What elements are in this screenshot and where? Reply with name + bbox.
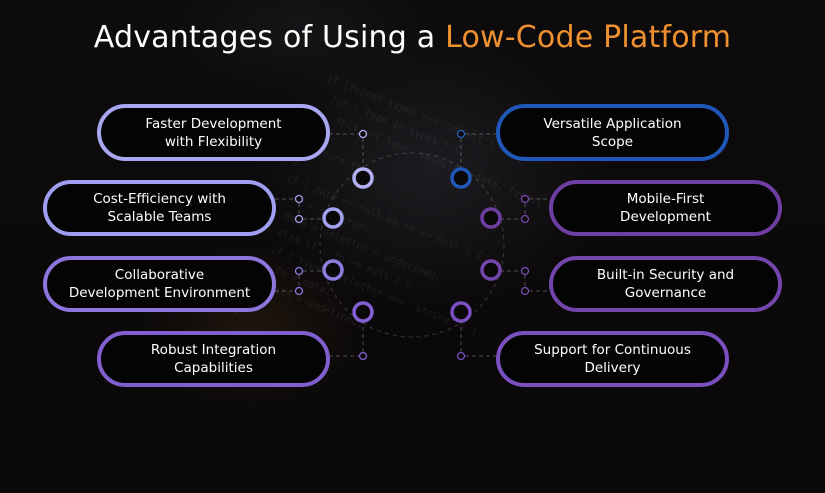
node-ring-icon — [352, 301, 374, 323]
advantage-line2: Development Environment — [68, 285, 251, 301]
advantage-line1: Mobile-First — [626, 191, 705, 207]
advantage-line1: Cost-Efficiency with — [93, 191, 226, 207]
advantage-line2: Delivery — [584, 360, 641, 376]
central-dashed-ring — [319, 152, 505, 338]
node-ring-icon — [450, 167, 472, 189]
advantage-line2: Capabilities — [174, 360, 253, 376]
advantage-line2: with Flexibility — [164, 133, 263, 150]
node-ring-icon — [450, 301, 472, 323]
title-prefix: Advantages of Using a — [93, 20, 446, 55]
advantage-line1: Robust Integration — [150, 342, 277, 358]
advantage-line2: Scalable Teams — [107, 209, 212, 225]
advantage-line2: Development — [620, 209, 711, 225]
advantage-line1: Collaborative — [114, 267, 205, 283]
advantage-line1: Faster Development — [145, 115, 282, 132]
node-ring-icon — [352, 167, 374, 189]
node-ring-icon — [480, 259, 502, 281]
advantage-line2: Governance — [624, 285, 707, 301]
node-ring-icon — [322, 259, 344, 281]
node-ring-icon — [322, 207, 344, 229]
advantage-line2: Scope — [591, 133, 634, 150]
page-title: Advantages of Using a Low-Code Platform — [0, 20, 825, 55]
advantage-line1: Versatile Application — [543, 115, 682, 132]
advantage-line1: Built-in Security and — [596, 267, 735, 283]
connector-network — [275, 129, 549, 361]
advantage-line1: Support for Continuous — [534, 342, 691, 358]
title-highlight: Low-Code Platform — [445, 20, 732, 55]
node-ring-icon — [480, 207, 502, 229]
